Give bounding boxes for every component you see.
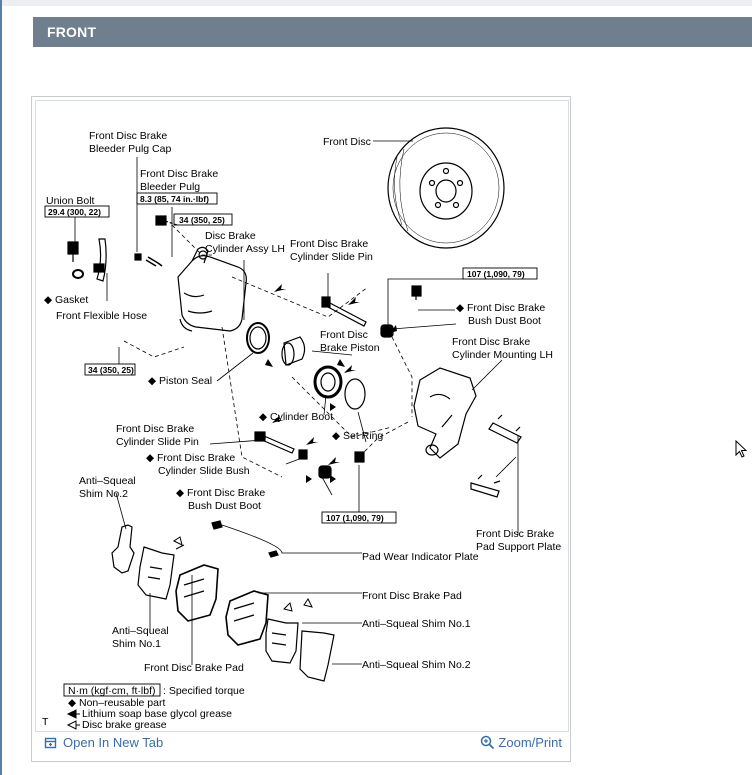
left-edge-rule <box>0 0 2 775</box>
pad-wear-indicator-part <box>211 520 279 558</box>
caliper-body <box>177 246 247 332</box>
bolt-upper-part <box>155 215 178 226</box>
torque-mount-top: 107 (1,090, 79) <box>462 267 538 280</box>
pad-left-part <box>175 564 219 622</box>
legend-unit-box <box>63 683 161 697</box>
section-title: FRONT <box>47 24 97 40</box>
label-shim2-right: Anti–Squeal Shim No.2 <box>362 659 471 671</box>
shim1-left-part <box>137 546 175 600</box>
front-disc-rotor <box>387 127 505 249</box>
slide-pin-top-part <box>321 296 367 327</box>
label-pad-bottom: Front Disc Brake Pad <box>144 662 244 674</box>
label-front-disc: Front Disc <box>323 136 371 148</box>
section-header: FRONT <box>33 17 752 47</box>
assembly-lines <box>123 224 413 478</box>
pad-right-part <box>225 590 269 646</box>
legend-disc-grease-arrow-icon <box>66 720 80 730</box>
torque-bolt-left: 34 (350, 25) <box>84 363 136 376</box>
label-gasket: ◆ Gasket <box>44 294 88 306</box>
mouse-pointer-icon <box>735 440 748 458</box>
legend-disc-grease: Disc brake grease <box>82 719 167 731</box>
shim2-right-part <box>299 630 335 682</box>
piston-seal-part <box>246 322 270 354</box>
legend-unit-text: N·m (kgf·cm, ft·lbf) <box>68 685 156 697</box>
label-flexible-hose: Front Flexible Hose <box>56 310 147 322</box>
open-new-tab-link[interactable]: Open In New Tab <box>44 735 163 750</box>
parts-drawing <box>67 127 522 682</box>
open-tab-icon <box>44 737 57 748</box>
legend-lithium: Lithium soap base glycol grease <box>82 708 232 720</box>
shim1-right-part <box>265 618 299 664</box>
bush-dust-boot-bottom-part <box>318 465 332 479</box>
legend-t-mark: T <box>42 716 49 728</box>
svg-text:107 (1,090, 79): 107 (1,090, 79) <box>326 513 384 523</box>
figure-frame <box>35 100 569 732</box>
set-ring-part <box>344 378 366 410</box>
shim2-left-part <box>111 524 135 574</box>
mount-bolt-top-part <box>411 285 422 300</box>
leader-lines <box>74 140 519 665</box>
legend-specified-torque: : Specified torque <box>163 685 245 697</box>
torque-mount-bottom: 107 (1,090, 79) <box>321 511 397 524</box>
label-wear-indicator: Pad Wear Indicator Plate <box>362 551 479 563</box>
zoom-print-label: Zoom/Print <box>498 735 562 750</box>
svg-text:34 (350, 25): 34 (350, 25) <box>179 215 225 225</box>
label-set-ring: ◆ Set Ring <box>332 430 383 442</box>
label-pad-right: Front Disc Brake Pad <box>362 590 462 602</box>
legend-lithium-arrow-icon <box>66 709 80 719</box>
cylinder-boot-part <box>313 365 343 399</box>
slide-pin-bottom-part <box>254 431 295 454</box>
pad-support-plate-part <box>470 414 522 498</box>
open-new-tab-label: Open In New Tab <box>63 735 164 750</box>
top-strip <box>0 0 752 6</box>
grease-arrows <box>265 284 397 483</box>
label-union-bolt: Union Bolt <box>46 195 95 207</box>
torque-bolt-upper: 34 (350, 25) <box>173 213 233 226</box>
union-bolt-part <box>67 241 79 262</box>
zoom-in-icon <box>481 735 495 750</box>
torque-union-bolt: 29.4 (300, 22) <box>44 205 110 218</box>
svg-text:29.4 (300, 22): 29.4 (300, 22) <box>48 207 101 217</box>
svg-text:8.3 (85, 74 in.·lbf): 8.3 (85, 74 in.·lbf) <box>140 194 209 204</box>
legend: N·m (kgf·cm, ft·lbf) : Specified torque … <box>42 683 245 731</box>
label-piston-seal: ◆ Piston Seal <box>148 375 212 387</box>
slide-bush-part <box>298 449 308 460</box>
label-cylinder-boot: ◆ Cylinder Boot <box>259 411 333 423</box>
bleeder-plug <box>145 256 163 267</box>
label-shim1-right: Anti–Squeal Shim No.1 <box>362 618 471 630</box>
torque-bleeder-plug: 8.3 (85, 74 in.·lbf) <box>136 192 218 205</box>
legend-non-reusable: ◆ Non–reusable part <box>68 697 165 709</box>
bush-dust-boot-top-part <box>380 324 394 338</box>
gasket-part <box>72 269 84 279</box>
zoom-print-link[interactable]: Zoom/Print <box>480 735 562 750</box>
bleeder-cap <box>134 253 142 261</box>
disc-grease-arrows <box>173 536 313 612</box>
figure-footer: Open In New Tab Zoom/Print <box>32 733 570 755</box>
svg-text:107 (1,090, 79): 107 (1,090, 79) <box>467 269 525 279</box>
mount-bolt-bottom-part <box>354 451 365 463</box>
svg-text:34 (350, 25): 34 (350, 25) <box>88 365 134 375</box>
cylinder-mounting-part <box>413 367 477 459</box>
piston-part <box>281 336 306 366</box>
flexible-hose-part <box>93 238 107 282</box>
